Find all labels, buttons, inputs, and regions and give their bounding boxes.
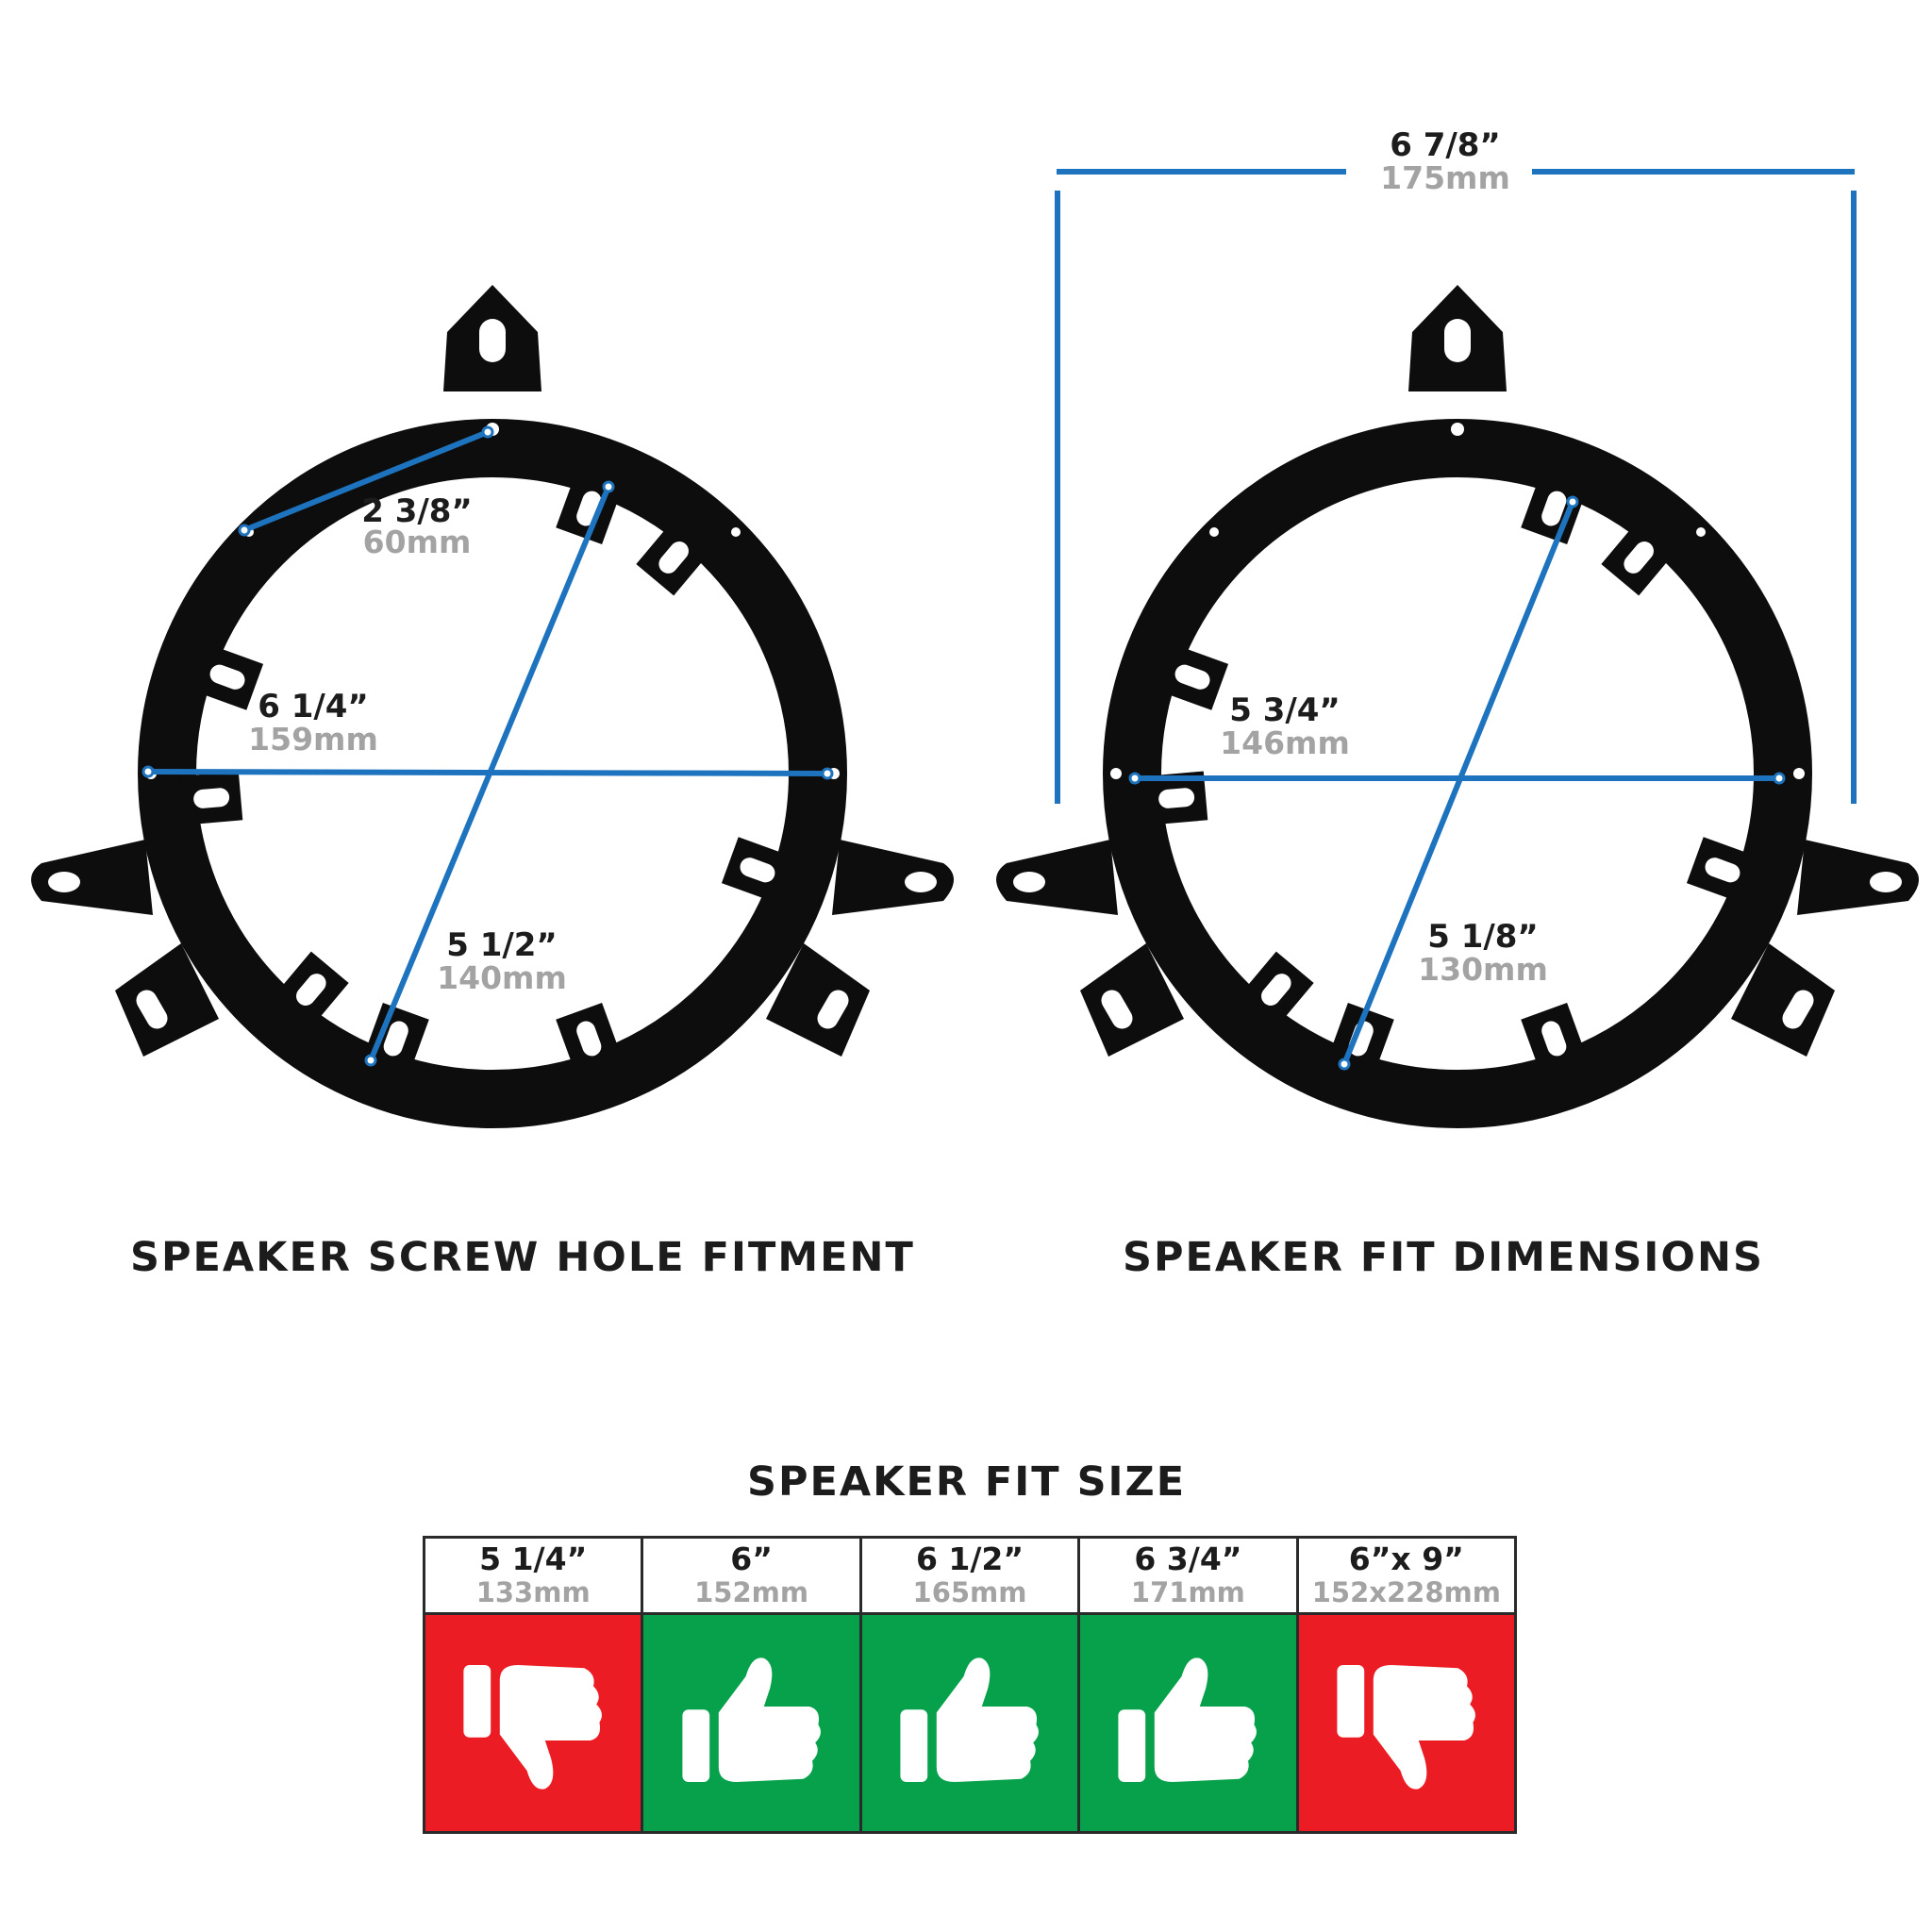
dim-label-inches: 6 7/8” [1390, 126, 1501, 164]
right-diagram-caption: SPEAKER FIT DIMENSIONS [1123, 1234, 1764, 1281]
thumbs-up-icon [1112, 1646, 1263, 1801]
fit-table-title: SPEAKER FIT SIZE [747, 1458, 1187, 1506]
fit-size-cell: 6” 152mm [643, 1539, 862, 1831]
dim-label-mm: 130mm [1418, 951, 1548, 988]
left-dimension-points [142, 425, 834, 1067]
mounting-diameter-line [368, 484, 611, 1063]
fit-verdict [1298, 1615, 1515, 1831]
thumbs-up-icon [894, 1646, 1045, 1801]
fit-size-mm: 171mm [1130, 1576, 1245, 1608]
fit-size-header: 6” 152mm [643, 1539, 859, 1615]
dim-label-mm: 175mm [1380, 159, 1510, 196]
fit-size-cell: 6”x 9” 152x228mm [1298, 1539, 1515, 1831]
speaker-fit-table: 5 1/4” 133mm 6” 152mm 6 1/2” 165mm 6 3/4… [423, 1536, 1517, 1834]
right-dimension-lines [1132, 499, 1782, 1067]
fit-size-inches: 6”x 9” [1348, 1541, 1464, 1577]
fit-size-mm: 133mm [475, 1576, 591, 1608]
fit-size-cell: 5 1/4” 133mm [425, 1539, 644, 1831]
right-dimension-points [1128, 495, 1786, 1071]
fit-size-inches: 5 1/4” [479, 1541, 588, 1577]
dim-label-inches: 5 1/2” [446, 926, 558, 964]
fit-size-inches: 6 3/4” [1134, 1541, 1242, 1577]
fit-size-header: 5 1/4” 133mm [425, 1539, 641, 1615]
dim-label-inches: 6 1/4” [258, 688, 369, 725]
left-diagram-caption: SPEAKER SCREW HOLE FITMENT [130, 1234, 915, 1281]
screw-spacing-line [242, 429, 491, 533]
fit-size-header: 6 3/4” 171mm [1080, 1539, 1296, 1615]
dim-label-inches: 2 3/8” [361, 492, 473, 530]
dim-label-mm: 140mm [437, 959, 567, 996]
fit-size-header: 6”x 9” 152x228mm [1298, 1539, 1515, 1615]
left-dimension-lines [145, 429, 830, 1063]
fit-verdict [1080, 1615, 1296, 1831]
dim-label-inches: 5 3/4” [1229, 691, 1341, 729]
dim-label-inches: 5 1/8” [1427, 918, 1539, 956]
thumbs-down-icon [458, 1646, 608, 1801]
thumbs-down-icon [1331, 1646, 1482, 1801]
dim-label-mm: 146mm [1220, 724, 1350, 761]
thumbs-up-icon [676, 1646, 827, 1801]
fit-size-inches: 6 1/2” [915, 1541, 1024, 1577]
dim-label-mm: 60mm [363, 524, 472, 560]
fit-verdict [425, 1615, 641, 1831]
fit-size-cell: 6 3/4” 171mm [1080, 1539, 1299, 1831]
fit-verdict [643, 1615, 859, 1831]
right-outer-dimension-lines [1055, 169, 1857, 804]
fit-size-header: 6 1/2” 165mm [861, 1539, 1078, 1615]
fit-verdict [861, 1615, 1078, 1831]
fit-size-inches: 6” [730, 1541, 773, 1577]
fit-size-mm: 152mm [694, 1576, 809, 1608]
speaker-depth-line [1341, 499, 1575, 1067]
dim-label-mm: 159mm [248, 721, 378, 758]
fit-size-cell: 6 1/2” 165mm [861, 1539, 1081, 1831]
fit-size-mm: 165mm [912, 1576, 1027, 1608]
fit-size-mm: 152x228mm [1311, 1576, 1501, 1608]
